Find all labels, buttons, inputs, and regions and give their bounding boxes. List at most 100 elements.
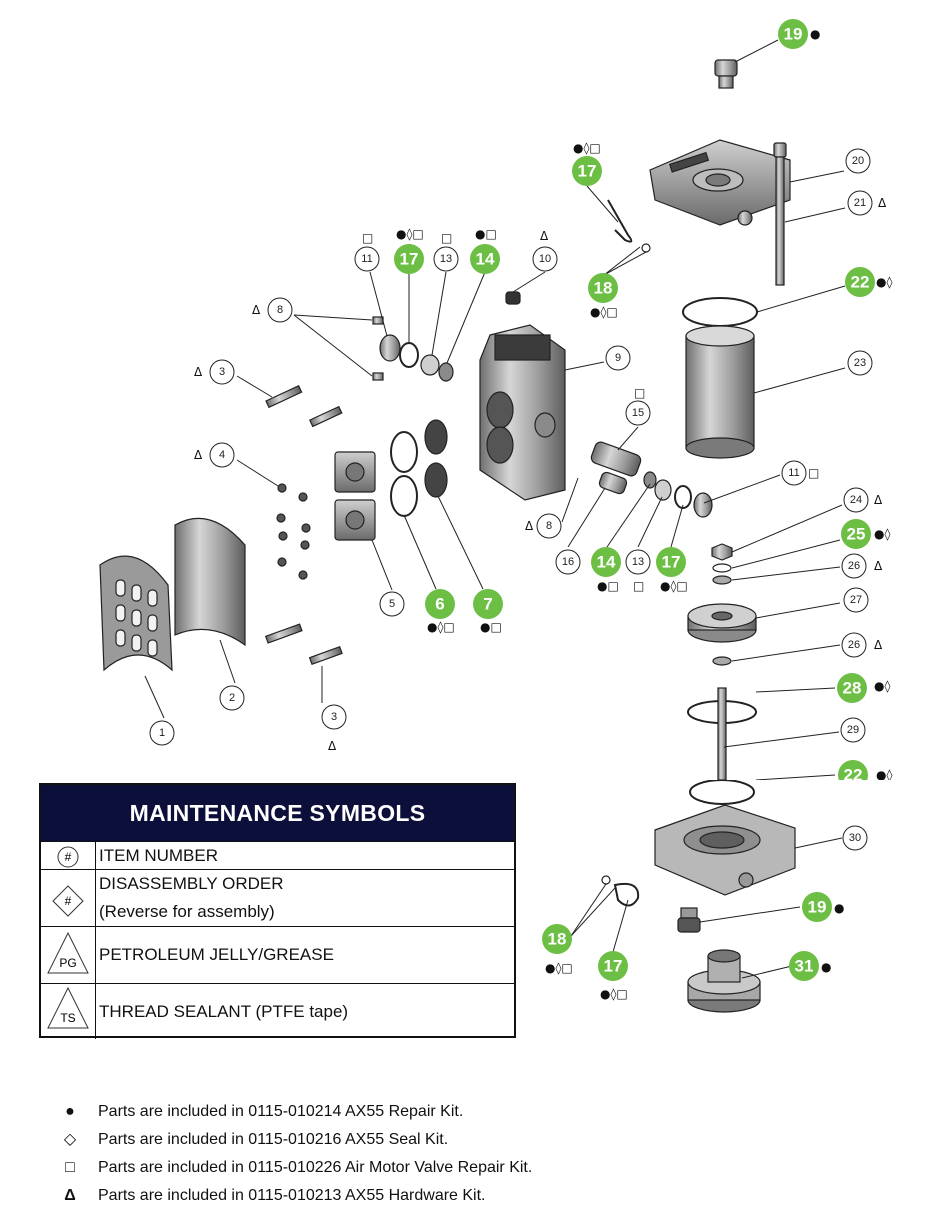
callout-25: 25: [841, 519, 871, 549]
part-31-base: [687, 949, 761, 1013]
disassembly-sublabel: (Reverse for assembly): [99, 902, 275, 921]
part-15-spool: [590, 441, 642, 477]
callout-18a: 18: [588, 273, 618, 303]
sym-14a: ●□: [475, 227, 497, 241]
part-13-spool-right: [654, 479, 672, 501]
svg-text:30: 30: [849, 832, 861, 844]
part-26-washer-b: [712, 656, 732, 666]
callout-28: 28: [837, 673, 867, 703]
sym-18b: ●◊□: [545, 961, 573, 975]
svg-text:#: #: [65, 894, 72, 908]
svg-text:25: 25: [847, 525, 866, 544]
sym-14b: ●□: [597, 579, 619, 593]
maintenance-symbols-table: MAINTENANCE SYMBOLS # ITEM NUMBER # DISA…: [39, 783, 516, 1039]
kit-symbols: ● ●◊□ Δ □ ●◊□ □ ●□ Δ ●◊ Δ ●◊□ Δ □ Δ □ Δ …: [194, 27, 892, 780]
sym-19b: ●: [834, 901, 844, 915]
callout-14b: 14: [591, 547, 621, 577]
callout-5: 5: [379, 591, 405, 617]
callout-17a: 17: [572, 156, 602, 186]
part-8-screw-a: [372, 316, 384, 325]
part-19-bottom: [677, 907, 701, 933]
part-16-sleeve: [598, 471, 628, 495]
callout-10: 10: [532, 246, 558, 272]
part-30-bottom-plate: [654, 804, 796, 896]
svg-text:16: 16: [562, 556, 574, 568]
callout-29: 29: [840, 717, 866, 743]
callout-17c: 17: [656, 547, 686, 577]
kit-legend: ● Parts are included in 0115-010214 AX55…: [60, 1098, 760, 1210]
svg-text:19: 19: [808, 898, 827, 917]
part-22-oring-bottom: [689, 780, 755, 805]
legend-repair-kit: ● Parts are included in 0115-010214 AX55…: [60, 1098, 760, 1126]
sym-3b: Δ: [328, 739, 337, 753]
svg-text:9: 9: [615, 352, 621, 364]
svg-text:17: 17: [578, 162, 597, 181]
part-19-top: [714, 59, 738, 89]
maintenance-title: MAINTENANCE SYMBOLS: [41, 785, 514, 841]
part-5-manifolds: [334, 451, 376, 541]
exploded-parts-diagram: 20 21 23 11 13 10 8 9 3 15 4 11 24 8 16 …: [99, 19, 892, 780]
callout-3a: 3: [209, 359, 235, 385]
callout-26a: 26: [841, 553, 867, 579]
sym-11a: □: [362, 231, 373, 245]
part-1-cover: [99, 555, 173, 672]
part-3-bolts: [264, 384, 343, 666]
sym-15: □: [634, 386, 645, 400]
callout-19a: 19: [778, 19, 808, 49]
part-11-cap-right: [693, 492, 713, 518]
callout-31: 31: [789, 951, 819, 981]
callout-21: 21: [847, 190, 873, 216]
svg-text:17: 17: [662, 553, 681, 572]
sym-19a: ●: [810, 27, 820, 41]
lower-symbols: ● ●◊□ ●◊□ ●: [545, 901, 844, 1001]
svg-text:27: 27: [850, 594, 862, 606]
svg-text:10: 10: [539, 253, 551, 265]
svg-text:PG: PG: [59, 956, 76, 970]
sym-18a: ●◊□: [590, 305, 618, 319]
sym-11b: □: [808, 466, 819, 480]
circle-hash-icon: #: [57, 846, 79, 868]
part-18-pin-bottom: [601, 875, 611, 885]
callout-14a: 14: [470, 244, 500, 274]
callout-30: 30: [842, 825, 868, 851]
svg-text:29: 29: [847, 724, 859, 736]
svg-text:17: 17: [400, 250, 419, 269]
svg-text:11: 11: [361, 253, 372, 265]
sym-26b: Δ: [874, 638, 883, 652]
sym-25: ●◊: [874, 527, 890, 541]
legend-seal-kit: ◇ Parts are included in 0115-010216 AX55…: [60, 1126, 760, 1154]
callout-23: 23: [847, 350, 873, 376]
thread-sealant-label: THREAD SEALANT (PTFE tape): [99, 1002, 349, 1021]
svg-text:4: 4: [219, 449, 225, 461]
callout-19b: 19: [802, 892, 832, 922]
square-icon: □: [65, 1159, 75, 1176]
maint-row-item-number: # ITEM NUMBER: [41, 841, 514, 870]
part-17-clip-bottom: [613, 882, 640, 907]
svg-text:19: 19: [784, 25, 803, 44]
sym-8a: Δ: [252, 303, 261, 317]
diamond-icon: ◇: [63, 1131, 77, 1148]
callout-22a: 22: [845, 267, 875, 297]
svg-text:28: 28: [843, 679, 862, 698]
sym-13a: □: [441, 231, 452, 245]
disassembly-label: DISASSEMBLY ORDER: [99, 874, 284, 893]
part-8-screw-b: [372, 372, 384, 381]
part-18-pin-top: [641, 243, 651, 253]
legend-hardware-kit: Δ Parts are included in 0115-010213 AX55…: [60, 1182, 760, 1210]
part-27-piston: [687, 603, 757, 643]
part-7-disc-b: [424, 462, 448, 498]
thread-sealant-icon-cell: TS: [41, 984, 96, 1039]
legend-text: Parts are included in 0115-010216 AX55 S…: [98, 1131, 449, 1148]
sym-31: ●: [821, 960, 831, 974]
part-25-seal: [712, 563, 732, 573]
callout-27: 27: [843, 587, 869, 613]
callout-8b: 8: [536, 513, 562, 539]
part-2-shell: [174, 517, 246, 647]
leader-lines-lower: [570, 837, 843, 979]
svg-text:3: 3: [219, 366, 225, 378]
svg-text:21: 21: [854, 197, 866, 209]
disassembly-icon-cell: #: [41, 870, 96, 927]
sym-26a: Δ: [874, 559, 883, 573]
callout-26b: 26: [841, 632, 867, 658]
sym-8b: Δ: [525, 519, 534, 533]
